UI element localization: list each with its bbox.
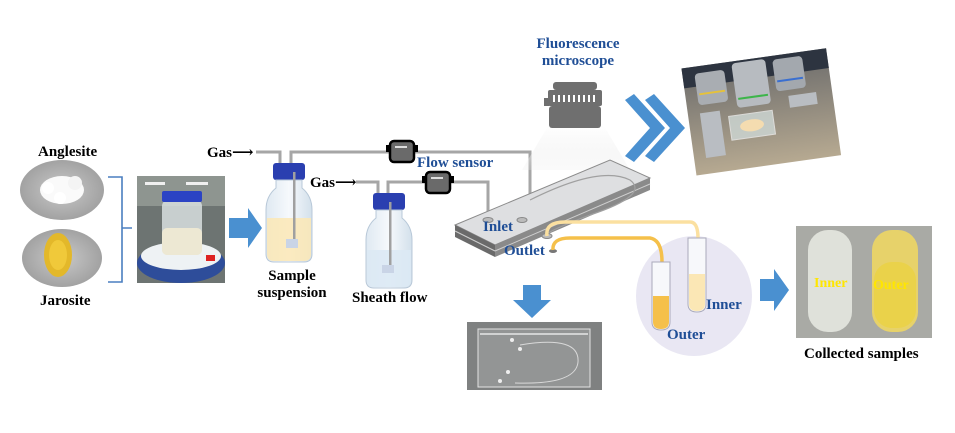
fluorescence-line1: Fluorescence: [536, 36, 620, 52]
sample-suspension-line1: Sample: [268, 268, 316, 284]
outer-collection-tube: [651, 261, 671, 331]
collected-samples-photo: [796, 226, 932, 338]
inner-outlet-tubing: [545, 220, 700, 239]
gas-label-1: Gas: [207, 145, 233, 161]
collected-inner-label: Inner: [814, 276, 848, 291]
sample-suspension-line2: suspension: [257, 285, 327, 301]
inlet-label: Inlet: [483, 219, 513, 235]
gas-label-2: Gas: [310, 175, 336, 191]
anglesite-photo: [20, 160, 104, 220]
grouping-bracket: [108, 176, 132, 283]
flow-sensor-icon: [386, 139, 418, 164]
collected-samples-label: Collected samples: [804, 346, 919, 362]
arrow-right-2: [760, 269, 789, 311]
lab-setup-photo: [137, 176, 225, 283]
flow-sensor-icon: [422, 170, 454, 195]
jarosite-photo: [22, 229, 102, 287]
sheath-flow-label: Sheath flow: [352, 290, 428, 306]
arrow-down: [513, 285, 551, 318]
chevron-arrows-icon: [625, 94, 685, 162]
fluorescence-microscope-label: Fluorescence microscope: [528, 36, 628, 70]
collected-outer-label: Outer: [873, 278, 909, 293]
sample-suspension-label: Sample suspension: [250, 268, 334, 302]
tube-outer-label: Outer: [667, 327, 706, 343]
arrow-right-1: [229, 208, 262, 248]
sheath-flow-bottle: [365, 193, 413, 289]
microfluidic-chip: [453, 159, 652, 257]
jarosite-label: Jarosite: [40, 293, 91, 309]
inner-collection-tube: [687, 237, 707, 313]
outer-outlet-tubing: [551, 236, 664, 263]
gas-arrow-icon: ⟶: [335, 175, 357, 191]
microscope-objective-icon: [522, 82, 630, 170]
fluorescence-line2: microscope: [541, 53, 615, 69]
microscope-photo: [681, 48, 842, 176]
tube-inner-label: Inner: [706, 297, 742, 313]
sample-suspension-bottle: [265, 163, 313, 263]
gas-arrow-icon: ⟶: [232, 145, 254, 161]
chip-photo: [467, 322, 602, 390]
anglesite-label: Anglesite: [38, 144, 98, 160]
flow-sensor-label: Flow sensor: [417, 155, 494, 171]
gas-inlet-1: Gas⟶: [207, 143, 254, 162]
gas-inlet-2: Gas⟶: [310, 173, 357, 192]
outlet-label: Outlet: [504, 243, 545, 259]
